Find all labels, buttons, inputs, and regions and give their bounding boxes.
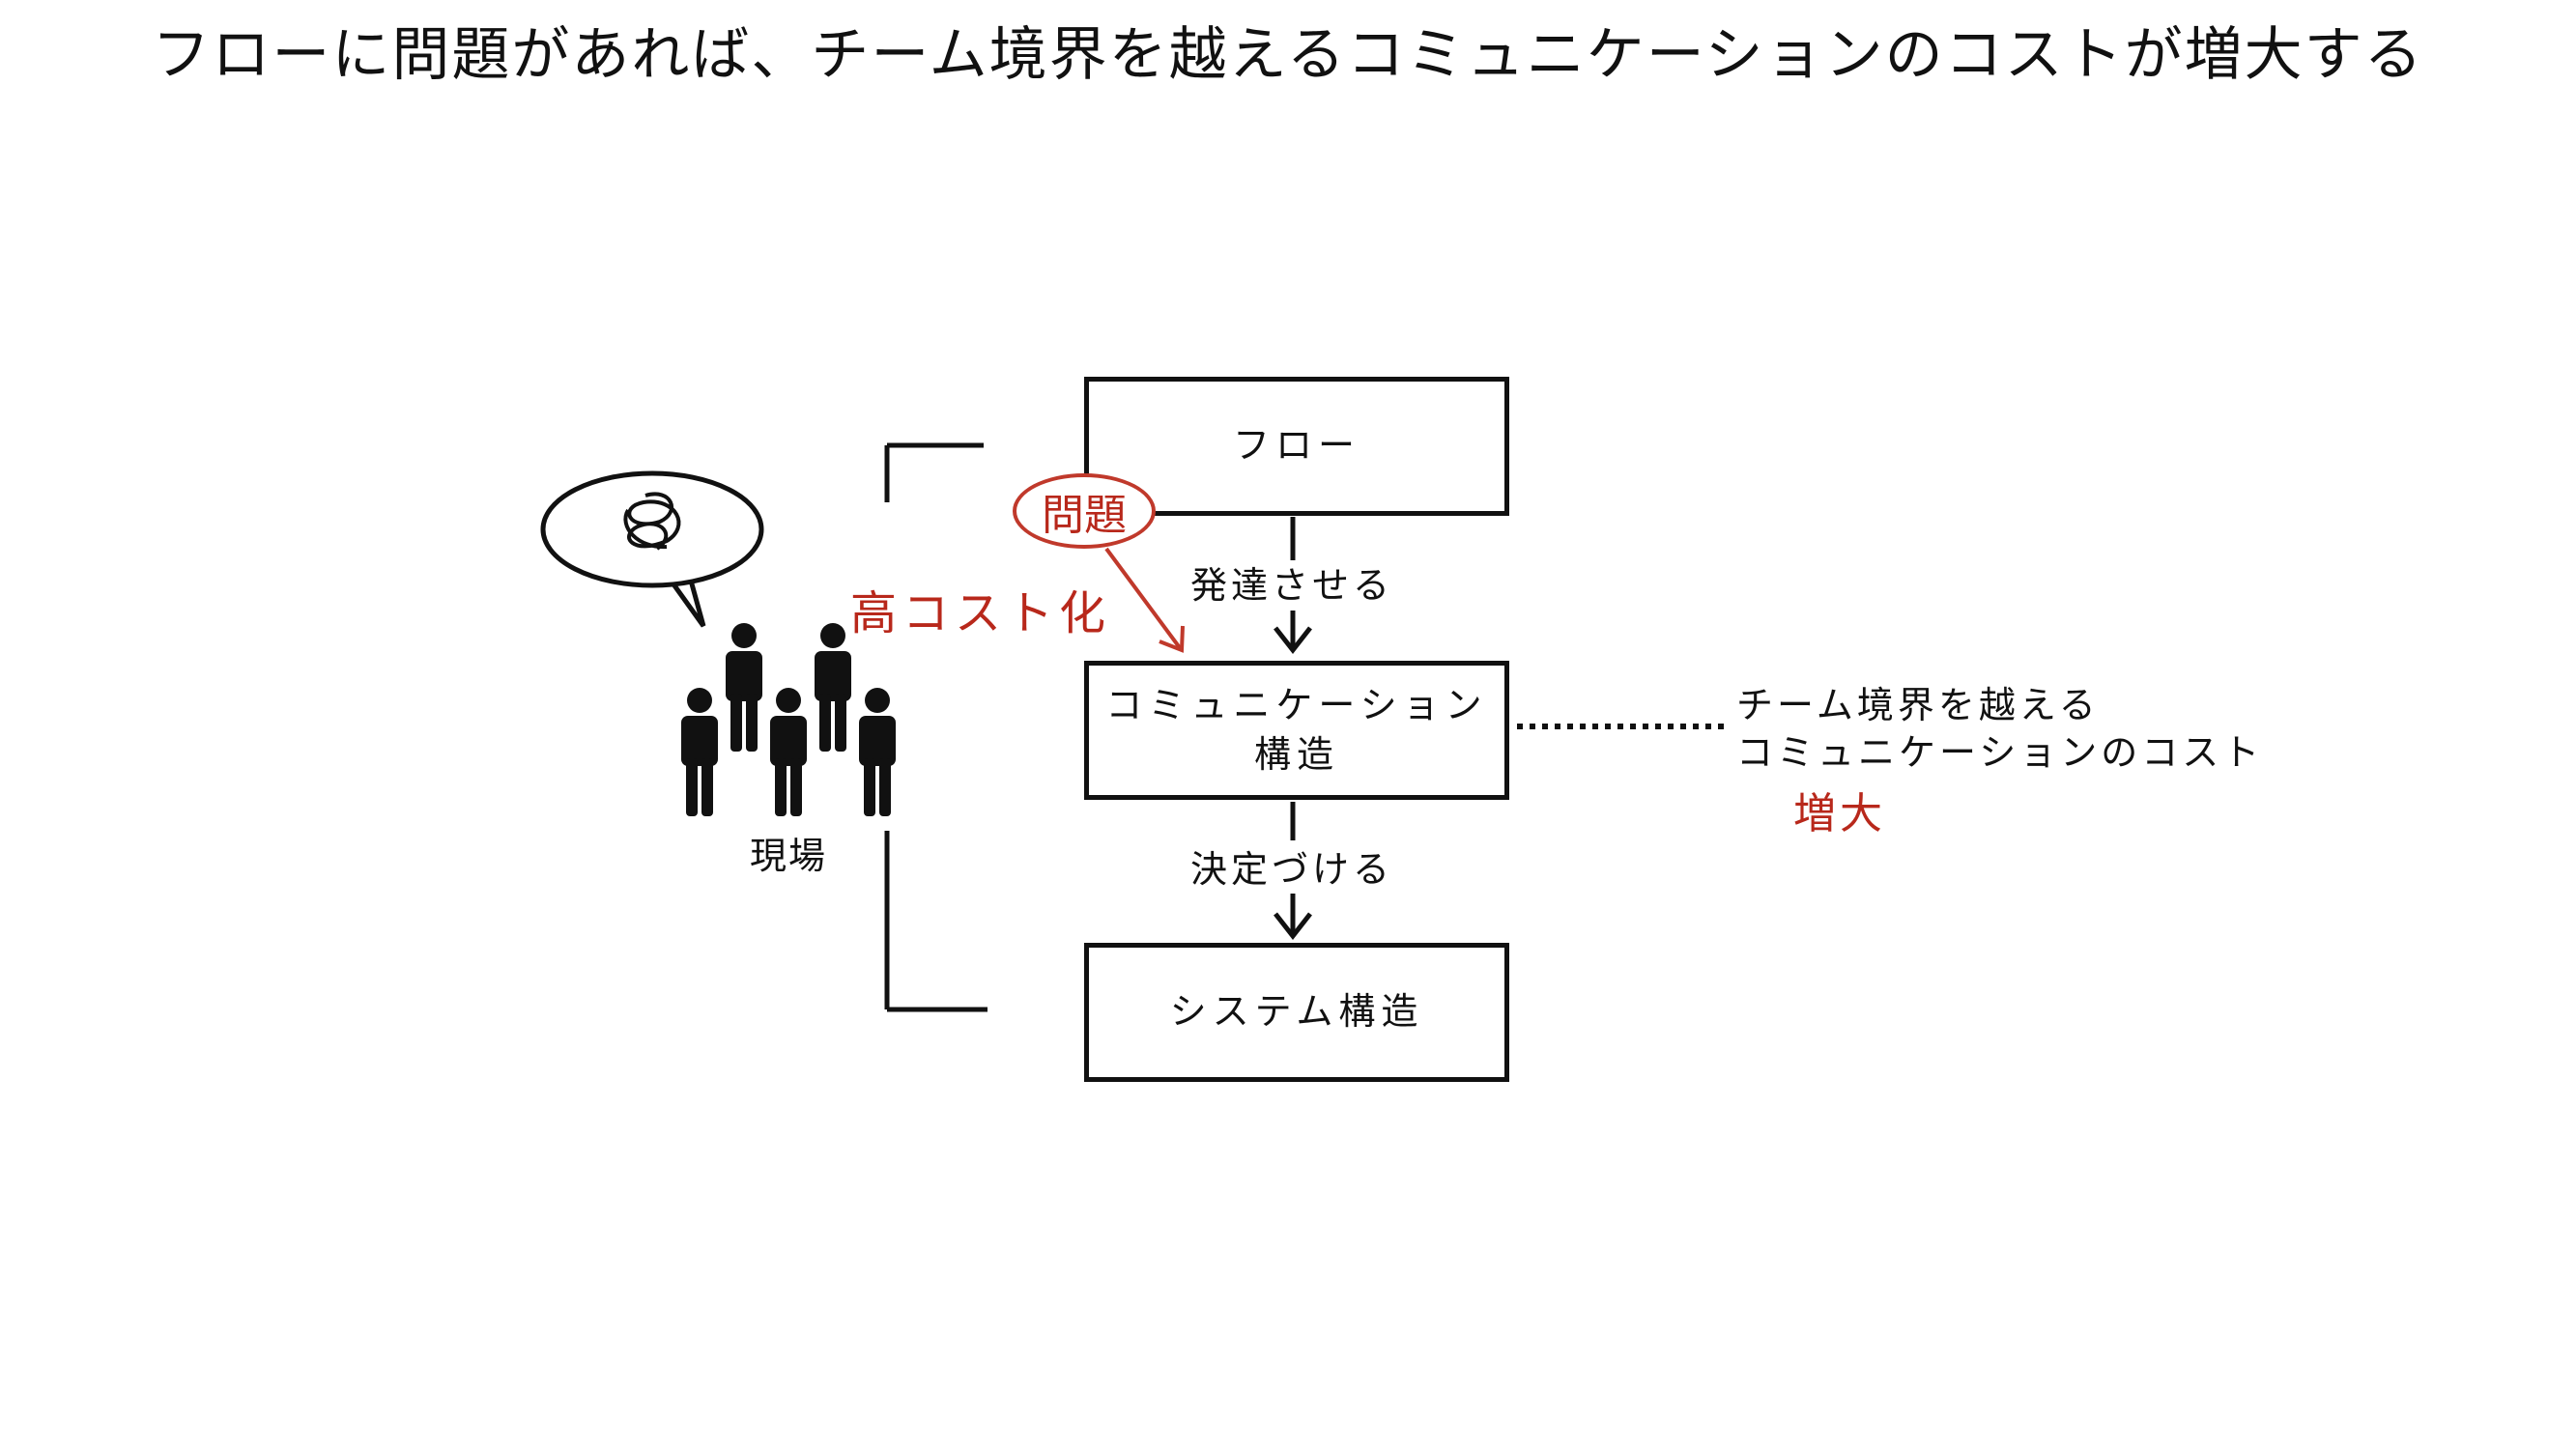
- determines-label: 決定づける: [1190, 848, 1394, 891]
- communication-label-line1: コミュニケーション: [1105, 683, 1488, 726]
- page-title: フローに問題があれば、チーム境界を越えるコミュニケーションのコストが増大する: [152, 21, 2424, 89]
- communication-structure-box: コミュニケーション 構造: [1084, 661, 1509, 800]
- problem-arrow: [1104, 547, 1185, 653]
- person-icon: [859, 688, 896, 816]
- system-label: システム構造: [1169, 990, 1424, 1034]
- arrow-flow-to-communication: [1274, 517, 1312, 655]
- speech-bubble: [540, 470, 764, 628]
- problem-badge: 問題: [1013, 473, 1156, 549]
- flow-box: フロー: [1084, 377, 1509, 516]
- flow-label: フロー: [1232, 424, 1360, 468]
- swirl-icon: [623, 492, 681, 551]
- genba-label: 現場: [750, 835, 828, 877]
- communication-cost-label: コミュニケーションのコスト: [1736, 731, 2264, 774]
- develops-label: 発達させる: [1190, 564, 1394, 607]
- left-bracket: [884, 442, 987, 1012]
- communication-label-line2: 構造: [1253, 733, 1339, 776]
- increase-label: 増大: [1793, 789, 1886, 838]
- person-icon: [681, 688, 718, 816]
- system-structure-box: システム構造: [1084, 943, 1509, 1082]
- people-group-icon: [681, 623, 896, 816]
- arrow-communication-to-system: [1274, 802, 1312, 941]
- person-icon: [770, 688, 807, 816]
- person-icon: [726, 623, 762, 752]
- team-boundary-label: チーム境界を越える: [1736, 684, 2100, 726]
- high-cost-label: 高コスト化: [850, 586, 1112, 640]
- person-icon: [815, 623, 851, 752]
